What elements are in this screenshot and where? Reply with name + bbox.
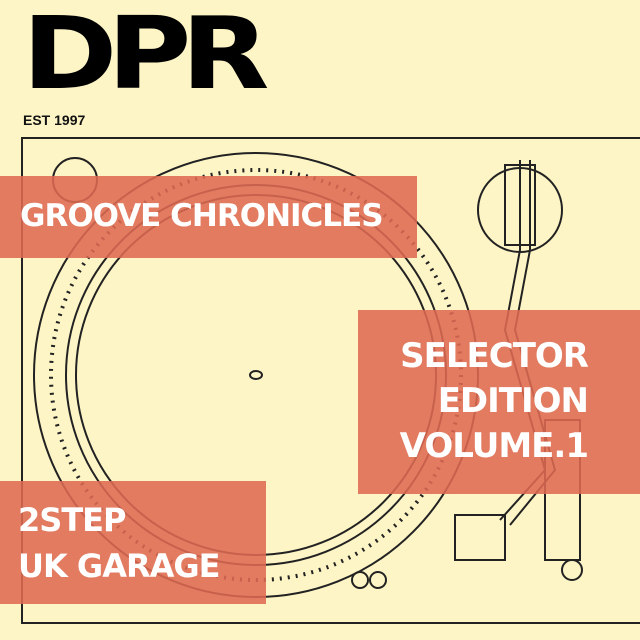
genre-band: 2STEP UK GARAGE (0, 481, 266, 604)
subtitle-band: SELECTOR EDITION VOLUME.1 (358, 310, 640, 494)
genre-line: 2STEP (18, 501, 126, 539)
subtitle-line: SELECTOR (400, 336, 589, 376)
album-title: GROOVE CHRONICLES (20, 198, 384, 234)
established-year: EST 1997 (23, 112, 86, 128)
subtitle-line: VOLUME.1 (399, 426, 589, 466)
subtitle-line: EDITION (437, 381, 589, 421)
title-band: GROOVE CHRONICLES (0, 176, 417, 258)
genre-line: UK GARAGE (18, 547, 220, 585)
dpr-logo: DPR (22, 0, 270, 112)
